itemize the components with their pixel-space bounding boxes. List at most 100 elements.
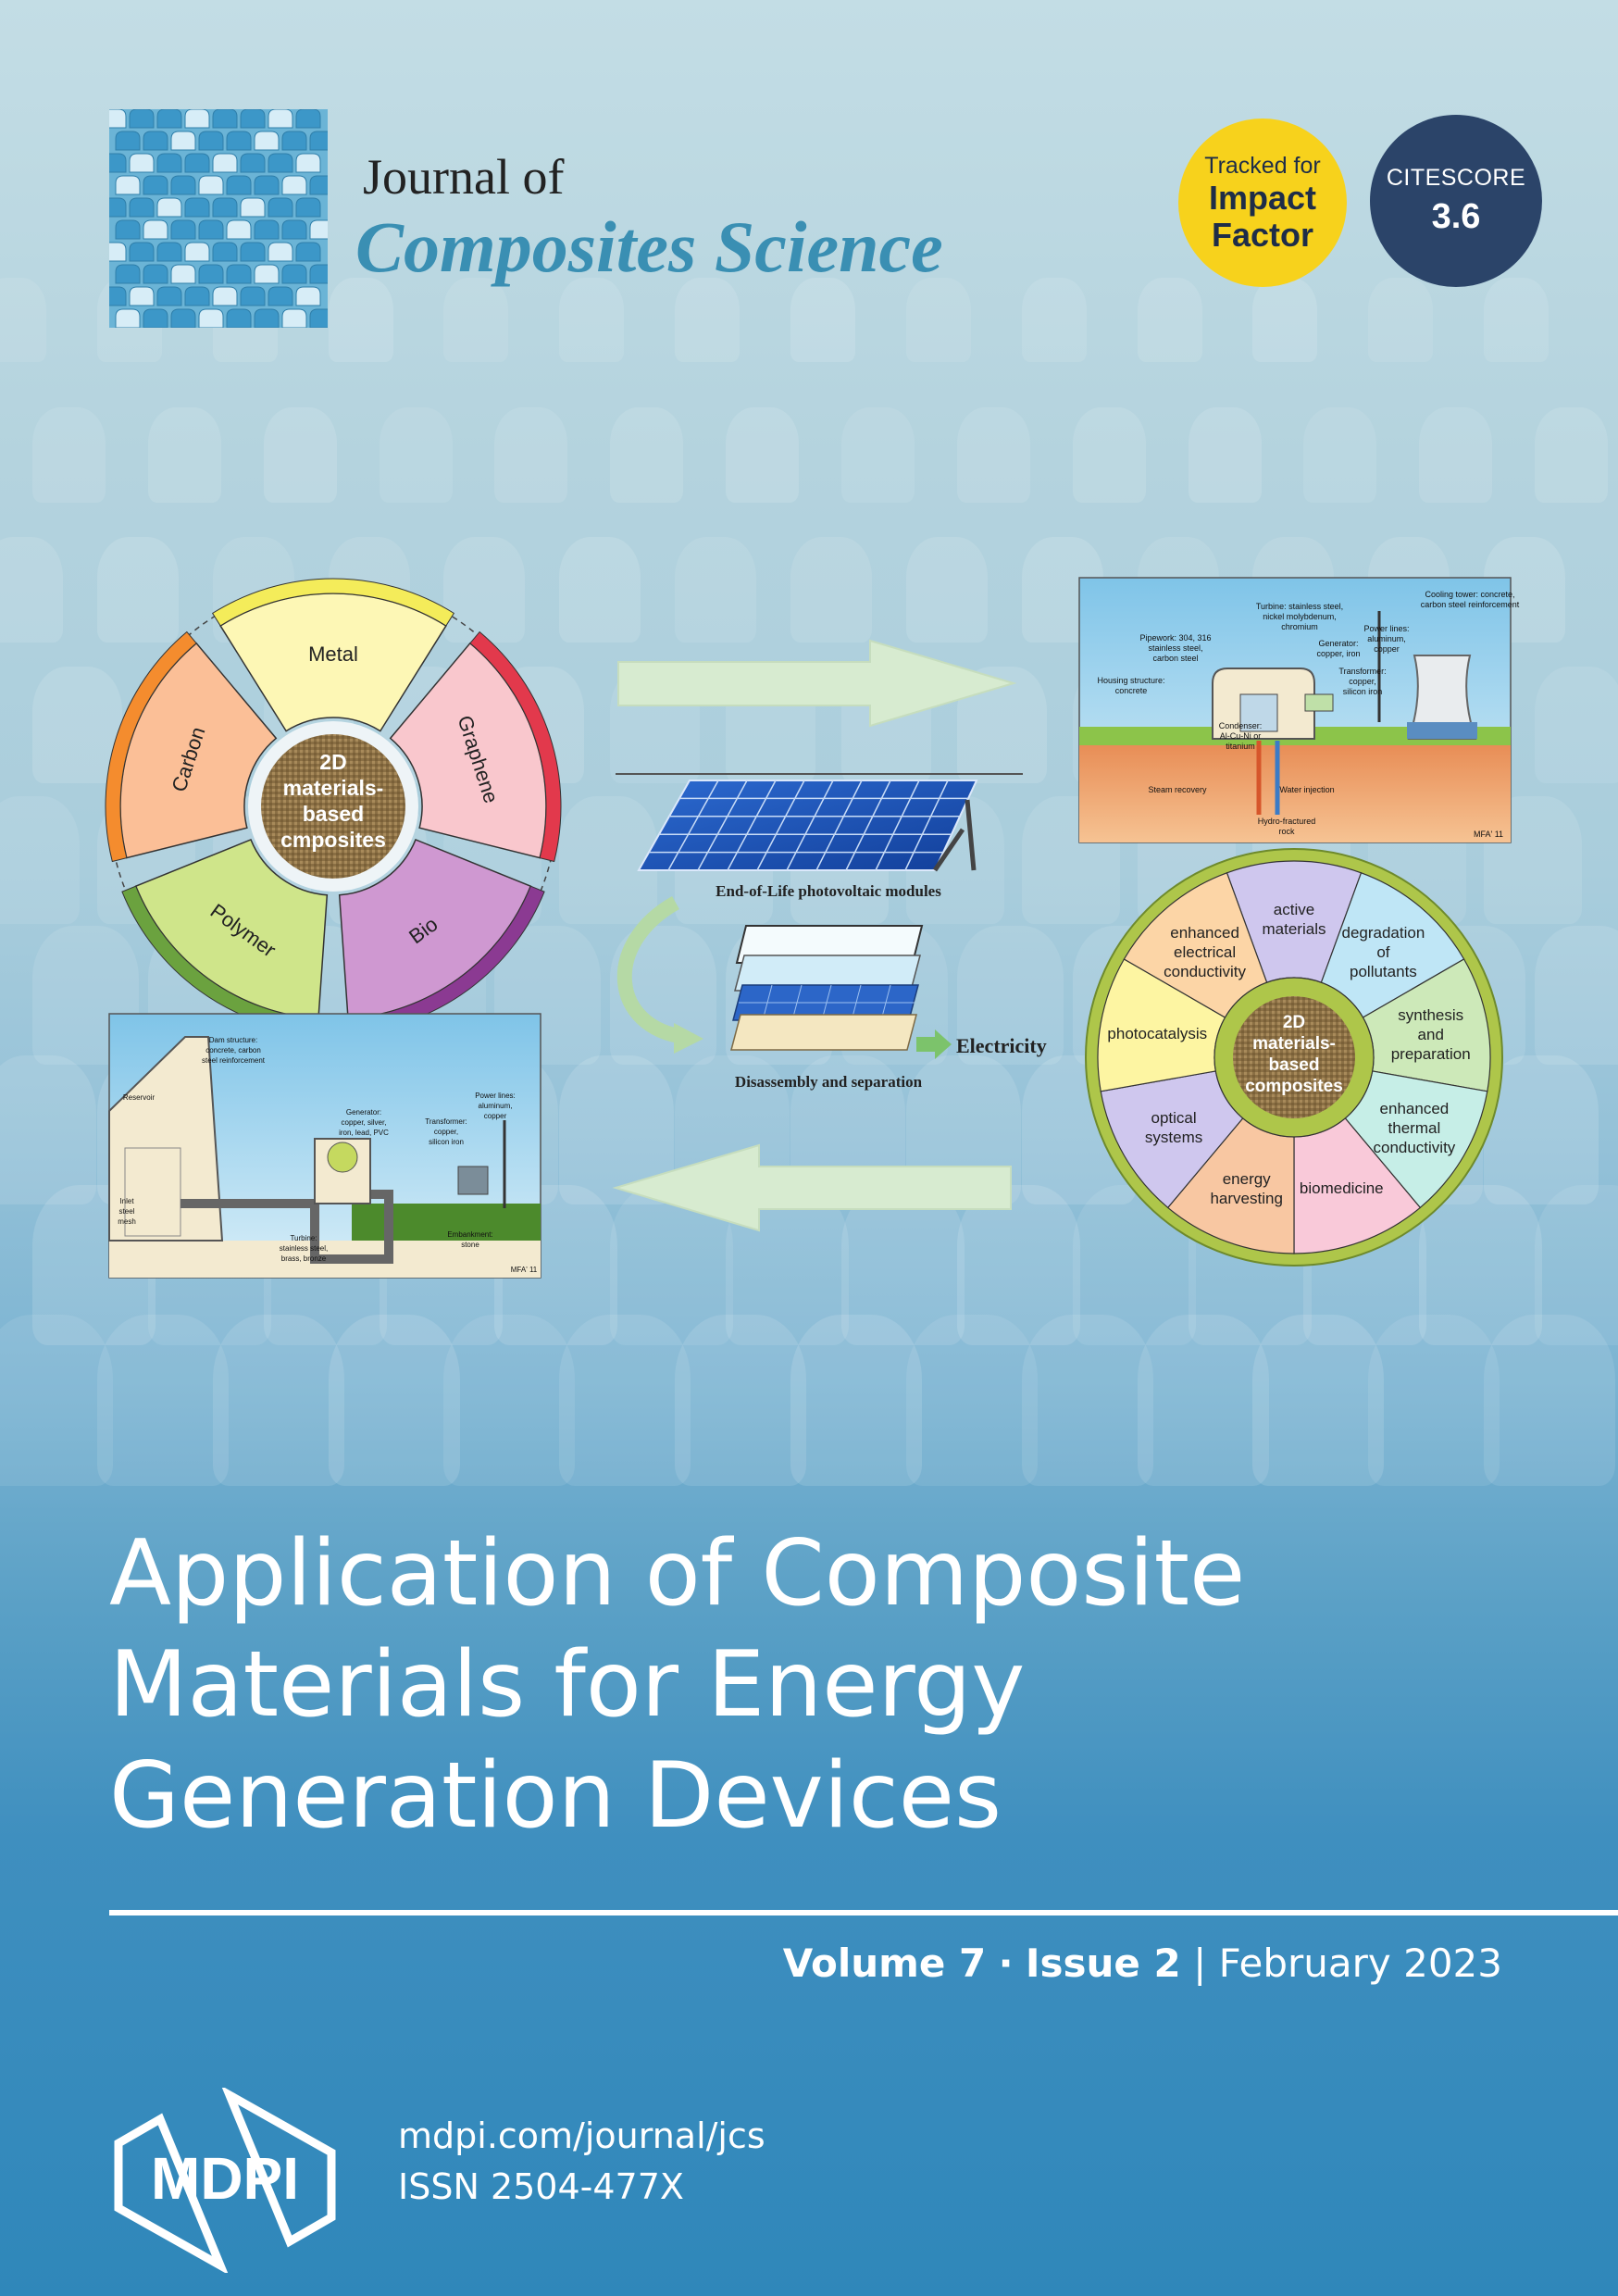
illustration-label: titanium <box>1226 742 1255 751</box>
cover-title-line3: Generation Devices <box>109 1743 1002 1849</box>
illustration-label: Al-Cu-Ni or <box>1220 731 1262 741</box>
illustration-label: Pipework: 304, 316 <box>1139 633 1211 643</box>
illustration-label: Inlet <box>119 1197 134 1205</box>
illustration-label: Steam recovery <box>1148 785 1207 794</box>
arrow-right-icon <box>617 639 1017 728</box>
volume-label: Volume 7 <box>782 1940 987 1986</box>
background-cylinder <box>1535 1185 1618 1345</box>
illustration-label: steel reinforcement <box>202 1056 266 1065</box>
electricity-label: Electricity <box>956 1034 1047 1057</box>
background-cylinder <box>675 278 741 362</box>
illustration-label: MFA' 11 <box>511 1266 538 1274</box>
wheel-center-label: cmposites <box>280 828 386 852</box>
issue-info: Volume 7 · Issue 2 | February 2023 <box>783 1940 1502 1986</box>
illustration-label: copper, <box>1349 677 1376 686</box>
illustration-label: copper, iron <box>1316 649 1360 658</box>
illustration-label: aluminum, <box>479 1102 513 1110</box>
citescore-badge: CITESCORE 3.6 <box>1370 115 1542 287</box>
background-cylinder <box>956 1185 1080 1345</box>
background-cylinder <box>675 1315 807 1486</box>
background-cylinder <box>379 407 453 503</box>
citescore-value: 3.6 <box>1431 197 1481 236</box>
illustration-label: Water injection <box>1279 785 1334 794</box>
wheel-segment-label: Metal <box>308 643 358 666</box>
wheel-segment-label: preparation <box>1391 1045 1471 1063</box>
wheel-segment-label: enhanced <box>1170 924 1239 942</box>
background-cylinder <box>790 1315 922 1486</box>
wheel-segment-label: synthesis <box>1398 1006 1463 1024</box>
background-cylinder <box>1535 667 1618 784</box>
wheel-center-label: based <box>1269 1055 1320 1075</box>
illustration-label: iron, lead, PVC <box>339 1129 389 1137</box>
wheel-segment-label: of <box>1376 943 1389 961</box>
background-cylinder <box>956 407 1030 503</box>
background-cylinder <box>790 537 872 643</box>
wheel-segment-label: degradation <box>1342 924 1425 942</box>
background-cylinder <box>905 1315 1038 1486</box>
background-cylinder <box>0 1315 113 1486</box>
background-cylinder <box>610 407 684 503</box>
wheel-segment-label: harvesting <box>1210 1190 1282 1207</box>
mdpi-logo-text: MDPI <box>151 2145 299 2212</box>
wheel-segment-label: energy <box>1223 1170 1271 1188</box>
journal-website-link[interactable]: mdpi.com/journal/jcs <box>398 2115 765 2156</box>
wheel-segment-label: conductivity <box>1164 963 1246 980</box>
background-cylinder <box>1368 1315 1500 1486</box>
background-cylinder <box>328 278 393 362</box>
background-cylinder <box>726 407 800 503</box>
illustration-label: Generator: <box>346 1108 381 1117</box>
illustration-label: silicon iron <box>429 1138 464 1146</box>
wheel-segment-label: active <box>1274 901 1314 918</box>
background-cylinder <box>32 407 106 503</box>
background-cylinder <box>0 537 63 643</box>
background-cylinder <box>1535 407 1609 503</box>
wheel-center-label: 2D <box>1283 1013 1305 1032</box>
wheel-center-label: materials- <box>283 776 384 800</box>
illustration-label: Transformer: <box>425 1117 467 1126</box>
background-cylinder <box>443 1315 576 1486</box>
illustration-label: Housing structure: <box>1097 676 1164 685</box>
divider-rule <box>109 1910 1618 1915</box>
background-cylinder <box>1484 1315 1616 1486</box>
background-cylinder <box>790 278 855 362</box>
background-cylinder <box>0 796 80 924</box>
background-cylinder <box>96 1315 229 1486</box>
illustration-label: nickel molybdenum, <box>1263 612 1337 621</box>
background-cylinder <box>841 1185 965 1345</box>
hydro-dam-illustration: Dam structure: concrete, carbon steel rein… <box>108 1013 541 1279</box>
arrow-left-icon <box>612 1143 1012 1232</box>
illustration-label: Dam structure: <box>209 1036 257 1044</box>
impact-badge-line2: Impact <box>1208 178 1317 217</box>
background-cylinder <box>1188 407 1262 503</box>
illustration-label: concrete <box>1115 686 1148 695</box>
illustration-label: concrete, carbon <box>205 1046 261 1054</box>
wheel-segment-label: pollutants <box>1350 963 1417 980</box>
illustration-label: Hydro-fractured <box>1258 817 1316 826</box>
background-cylinder <box>328 1315 460 1486</box>
illustration-label: Turbine: <box>290 1234 317 1242</box>
background-cylinder <box>494 407 568 503</box>
pv-disassembly-label: Disassembly and separation <box>735 1073 923 1091</box>
wheel-center-label: composites <box>1245 1077 1343 1096</box>
illustration-label: Turbine: stainless steel, <box>1256 602 1343 611</box>
background-cylinder <box>675 537 757 643</box>
journal-name: Composites Science <box>355 206 943 287</box>
impact-factor-badge: Tracked for Impact Factor <box>1178 119 1347 287</box>
illustration-label: Power lines: <box>475 1092 516 1100</box>
impact-badge-line3: Factor <box>1211 215 1314 254</box>
background-cylinder <box>841 407 915 503</box>
wheel-center-label: materials- <box>1252 1034 1336 1054</box>
background-cylinder <box>905 278 971 362</box>
journal-logo-icon <box>109 109 328 328</box>
background-cylinder <box>0 278 46 362</box>
background-cylinder <box>559 1315 691 1486</box>
background-cylinder <box>1137 278 1202 362</box>
wheel-segment-label: photocatalysis <box>1107 1025 1207 1042</box>
illustration-label: mesh <box>118 1217 136 1226</box>
background-cylinder <box>147 407 221 503</box>
background-cylinder <box>1484 1055 1599 1205</box>
issue-separator: · <box>998 1940 1014 1986</box>
background-cylinder <box>905 537 988 643</box>
background-cylinder <box>443 537 526 643</box>
